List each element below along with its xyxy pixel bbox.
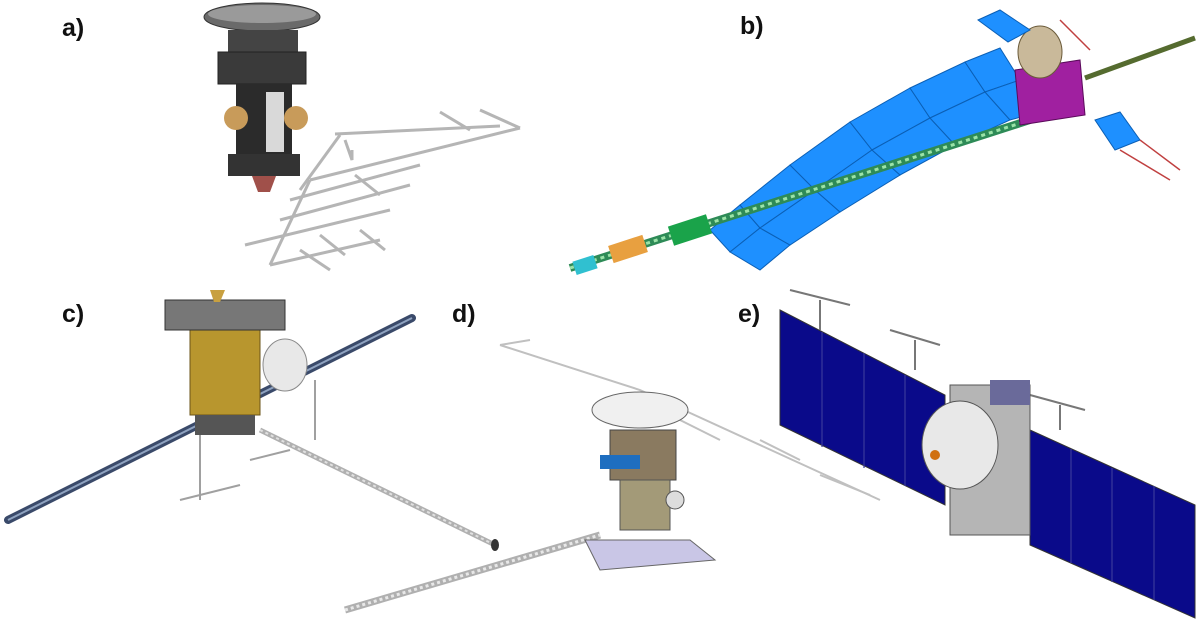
core-highlight-a <box>266 92 284 152</box>
panel-label-c: c) <box>62 300 85 328</box>
module-cyan-b <box>572 254 598 276</box>
gauge-d <box>665 490 685 510</box>
top-platform-c <box>164 299 286 331</box>
dish-a-inner <box>208 5 316 23</box>
panel-label-e: e) <box>738 300 761 328</box>
bottom-deck-c <box>195 415 255 435</box>
spacecraft-c <box>4 290 499 551</box>
spacecraft-a <box>203 2 521 272</box>
panel-label-a: a) <box>62 14 85 42</box>
truss-boom-d-lattice <box>344 533 601 612</box>
boom-b <box>1084 35 1196 81</box>
dish-b <box>1017 25 1063 79</box>
solar-array-left-e <box>779 309 946 506</box>
side-panel-top-b <box>977 9 1031 43</box>
boom-tip-c <box>491 539 499 551</box>
top-instruments-e <box>990 380 1030 405</box>
antenna-wires-b <box>1059 19 1181 181</box>
lower-body-a <box>228 154 300 176</box>
spacecraft-e <box>779 289 1196 619</box>
module-orange-b <box>608 234 648 264</box>
grid-boom-d <box>499 339 881 501</box>
solar-array-right-cells-e <box>1070 449 1155 600</box>
bus-top-a <box>228 30 298 52</box>
lower-platform-d <box>584 539 717 571</box>
side-panel-right-b <box>1094 111 1141 151</box>
panel-label-b: b) <box>740 12 764 40</box>
antenna-rods-c <box>179 380 316 501</box>
dish-e <box>921 400 999 490</box>
tank-left-a <box>224 106 248 130</box>
blue-instrument-d <box>600 455 640 469</box>
antenna-rods-e <box>789 289 1086 430</box>
solar-array-upper-b <box>709 47 1021 253</box>
dish-d <box>591 391 689 429</box>
core-body-d <box>619 479 671 531</box>
spacecraft-d <box>344 339 881 614</box>
spacecraft-b <box>568 9 1196 276</box>
instrument-deck-a <box>217 51 307 85</box>
top-antenna-c <box>210 290 225 302</box>
solar-array-left-cells-e <box>821 332 906 486</box>
grid-boom-a <box>244 108 521 272</box>
gold-bus-c <box>189 319 261 416</box>
sensor-dome-c <box>262 338 308 392</box>
engine-nozzle-a <box>252 176 276 192</box>
truss-boom-c-lattice <box>259 429 496 546</box>
panel-label-d: d) <box>452 300 476 328</box>
feed-e <box>930 450 940 460</box>
module-green-b <box>667 214 713 246</box>
truss-b-lattice <box>569 118 1031 270</box>
tank-right-a <box>284 106 308 130</box>
